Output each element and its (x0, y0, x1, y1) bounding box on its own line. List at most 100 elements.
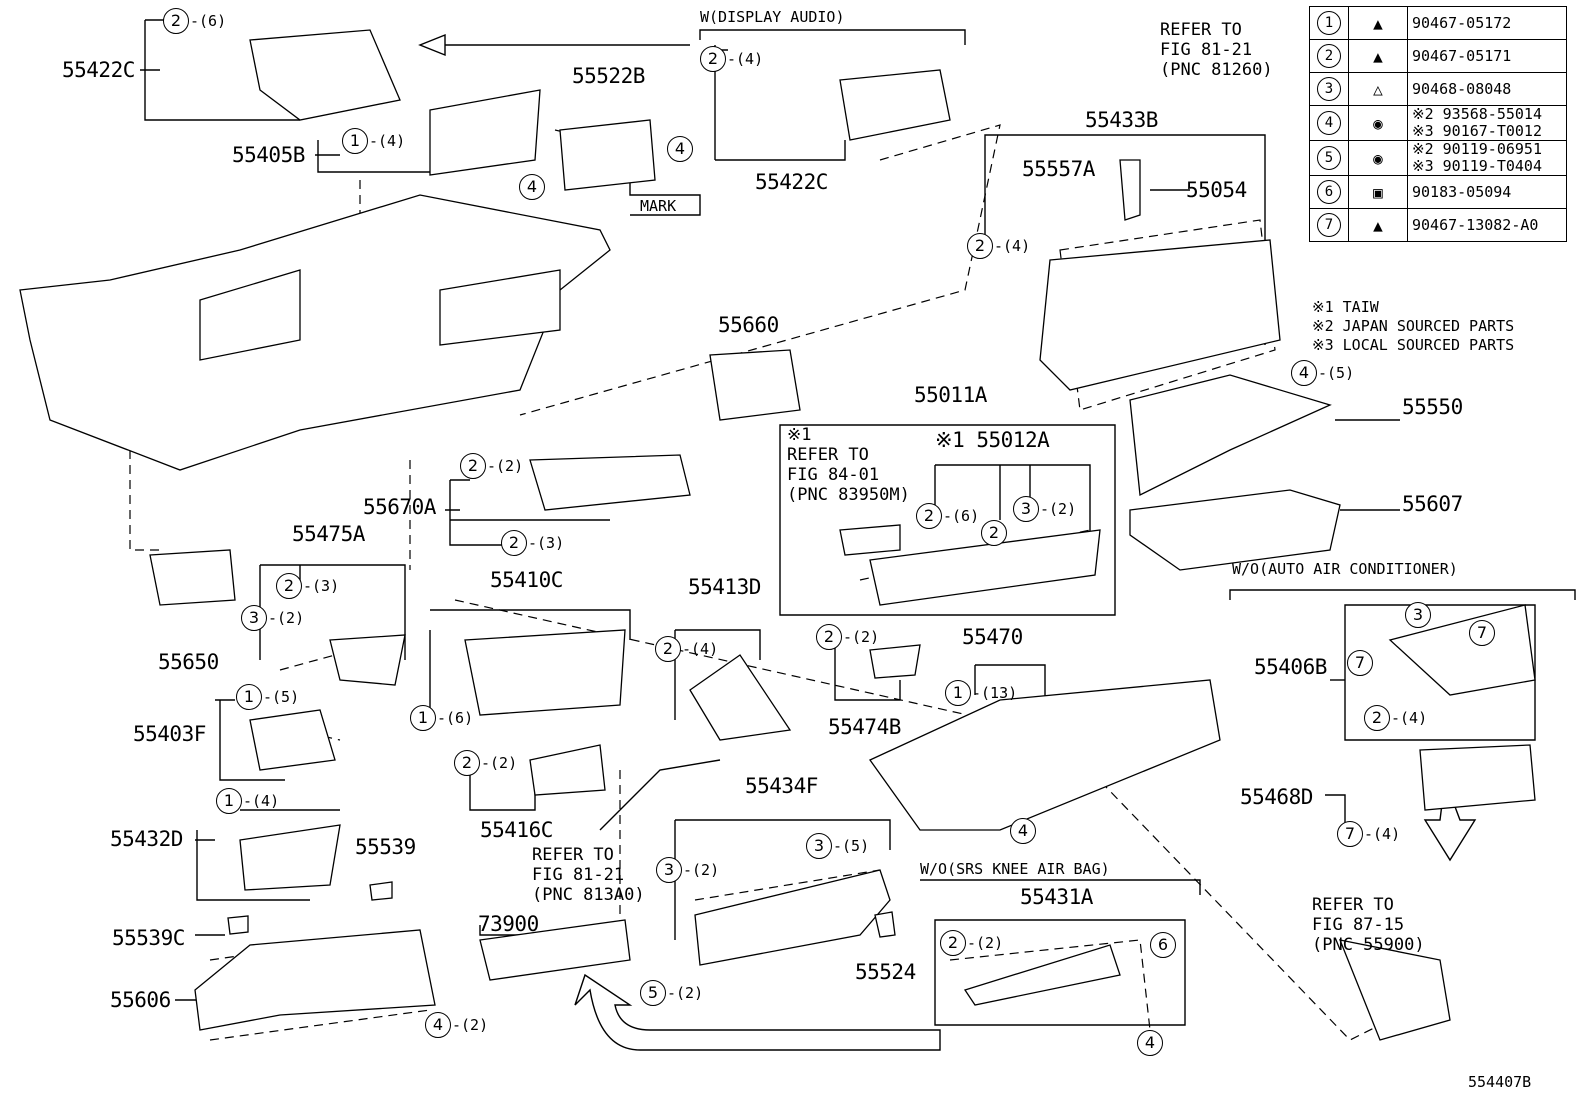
callout-qty: -(4) (243, 792, 280, 810)
callout-qty: -(2) (667, 984, 704, 1002)
callout-fastener: 4 (1010, 818, 1036, 844)
callout-fastener: 4 (1291, 360, 1317, 386)
bracket-wo-auto-air (1229, 589, 1576, 600)
part-label-55433B: 55433B (1085, 108, 1158, 132)
leader-55012A (934, 464, 1091, 540)
cover-55413D-shape (689, 654, 792, 741)
part-label-55410C: 55410C (490, 568, 563, 592)
part-label-55557A: 55557A (1022, 157, 1095, 181)
screw-icon: ◉ (1348, 105, 1408, 141)
callout-fastener: 2 (163, 8, 189, 34)
note-display-audio: W(DISPLAY AUDIO) (700, 8, 845, 26)
part-label-55607: 55607 (1402, 492, 1463, 516)
bolt-icon: ◉ (1348, 140, 1408, 176)
bracket-wo-srs (920, 879, 1201, 895)
legend-row: 3△90468-08048 (1309, 72, 1567, 106)
callout-qty: -(4) (369, 132, 406, 150)
part-label-55011A: 55011A (914, 383, 987, 407)
callout-qty: -(2) (683, 861, 720, 879)
box-55011A (779, 424, 1116, 616)
part-label-55606: 55606 (110, 988, 171, 1012)
callout-qty: -(3) (528, 534, 565, 552)
callout-fastener: 4 (667, 136, 693, 162)
label-55522B-shape (559, 119, 656, 191)
leader-55422C (140, 19, 300, 121)
callout-qty: -(2) (967, 934, 1004, 952)
callout-qty: -(4) (1364, 825, 1401, 843)
part-label-55413D: 55413D (688, 575, 761, 599)
callout-fastener: 2 (916, 503, 942, 529)
callout-fastener: 1 (410, 705, 436, 731)
callout-fastener: 6 (1150, 932, 1176, 958)
cluster-55410C-shape (464, 629, 626, 716)
callout-fastener: 3 (1405, 602, 1431, 628)
trim-55470-shape (869, 679, 1221, 831)
callout-qty: -(4) (994, 237, 1031, 255)
callout-fastener: 1 (945, 680, 971, 706)
arrow-down-icon (1423, 779, 1477, 862)
callout-fastener: 2 (700, 46, 726, 72)
footnotes: ※1 TAIW※2 JAPAN SOURCED PARTS※3 LOCAL SO… (1312, 298, 1515, 354)
note-mark: MARK (640, 197, 677, 215)
clip-icon: ▲ (1348, 6, 1408, 40)
callout-fastener: 2 (276, 573, 302, 599)
callout-fastener: 2 (1364, 705, 1390, 731)
door-55550-shape (1129, 374, 1332, 497)
callout-qty: -(2) (487, 457, 524, 475)
callout-fastener: 2 (454, 750, 480, 776)
part-label-55650: 55650 (158, 650, 219, 674)
bracket-55422C-shape (249, 29, 401, 121)
cover-55416C-shape (529, 744, 606, 796)
nut-clip-icon: ▣ (1348, 175, 1408, 209)
callout-qty: -(2) (268, 609, 305, 627)
switch-55474B-shape (869, 644, 921, 679)
display-55405B-shape (429, 89, 541, 176)
part-label-55660: 55660 (718, 313, 779, 337)
callout-fastener: 1 (216, 788, 242, 814)
part-label-55522B: 55522B (572, 64, 645, 88)
part-label-55539: 55539 (355, 835, 416, 859)
legend-row: 6▣90183-05094 (1309, 175, 1567, 209)
callout-fastener: 2 (816, 624, 842, 650)
callout-qty: -(5) (1318, 364, 1355, 382)
part-label-55670A: 55670A (363, 495, 436, 519)
part-label-55422C: 55422C (62, 58, 135, 82)
callout-fastener: 2 (655, 636, 681, 662)
panel-55431A-shape (963, 944, 1121, 1006)
clip-icon: ▲ (1348, 39, 1408, 73)
callout-qty: -(4) (682, 640, 719, 658)
vent-55670A-shape (529, 454, 691, 511)
callout-fastener: 4 (1137, 1030, 1163, 1056)
undercover-55606-shape (194, 929, 436, 1031)
part-label-55432D: 55432D (110, 827, 183, 851)
vent-55475A-shape (329, 634, 406, 686)
leader-55405B (315, 140, 440, 173)
box-55431A (934, 919, 1186, 1026)
callout-fastener: 4 (425, 1012, 451, 1038)
part-label-55539C: 55539C (112, 926, 185, 950)
legend-row: 2▲90467-05171 (1309, 39, 1567, 73)
cover-55403F-shape (249, 709, 336, 771)
callout-fastener: 7 (1337, 821, 1363, 847)
legend-row: 4◉※2 93568-55014 ※3 90167-T0012 (1309, 105, 1567, 141)
cable-813A0 (599, 759, 721, 831)
note-wo-auto-air: W/O(AUTO AIR CONDITIONER) (1232, 560, 1458, 578)
callout-qty: -(5) (833, 837, 870, 855)
part-label-55474B: 55474B (828, 715, 901, 739)
callout-qty: -(6) (190, 12, 227, 30)
callout-qty: -(2) (1040, 500, 1077, 518)
callout-fastener: 2 (501, 530, 527, 556)
box-55406B (1344, 604, 1536, 741)
part-label-55431A: 55431A (1020, 885, 1093, 909)
part-label-55470: 55470 (962, 625, 1023, 649)
mark-box (629, 180, 701, 216)
vent-55660-shape (709, 349, 801, 421)
leader-55416C (469, 770, 536, 811)
part-label-55054: 55054 (1186, 178, 1247, 202)
callout-qty: -(3) (303, 577, 340, 595)
note-wo-srs: W/O(SRS KNEE AIR BAG) (920, 860, 1110, 878)
callout-qty: -(2) (452, 1016, 489, 1034)
